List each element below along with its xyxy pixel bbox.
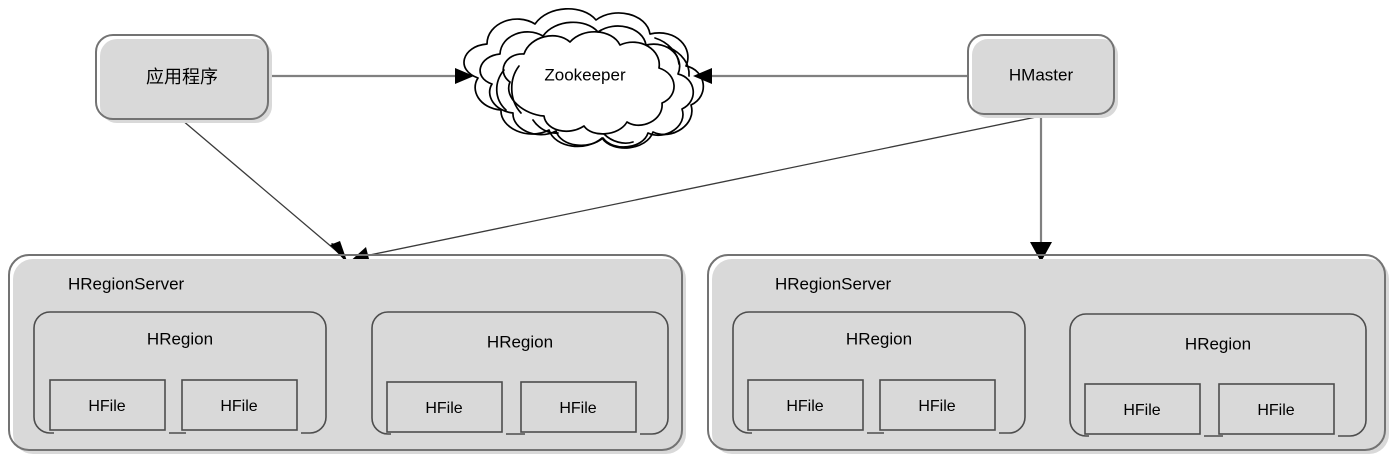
edge-hmaster-to-region-server-left [347, 115, 1042, 264]
edge-app-to-region-server-left [181, 119, 348, 264]
node-region-1[interactable]: HRegion HFile HFile [33, 311, 330, 437]
region-1-label: HRegion [147, 329, 213, 348]
hfile-6-label: HFile [918, 398, 955, 415]
node-hfile-3[interactable]: HFile [386, 381, 506, 436]
node-hfile-1[interactable]: HFile [49, 379, 169, 434]
arrowhead-icon [693, 68, 712, 84]
region-3-label: HRegion [846, 329, 912, 348]
zookeeper-label: Zookeeper [544, 65, 626, 84]
node-hfile-8[interactable]: HFile [1218, 383, 1338, 438]
hmaster-label: HMaster [1009, 65, 1074, 84]
node-region-server-left[interactable]: HRegionServer HRegion HFile HFile [8, 254, 686, 454]
arrowhead-icon [1030, 242, 1052, 262]
hfile-4-label: HFile [559, 400, 596, 417]
node-hfile-7[interactable]: HFile [1084, 383, 1204, 438]
region-server-left-label: HRegionServer [68, 274, 185, 293]
arrowhead-icon [455, 68, 474, 84]
node-application[interactable]: 应用程序 [95, 34, 272, 123]
edge-hmaster-to-region-server-right [1030, 114, 1052, 262]
hfile-8-label: HFile [1257, 402, 1294, 419]
node-region-2[interactable]: HRegion HFile HFile [371, 311, 672, 438]
edge-hmaster-to-zookeeper [693, 68, 968, 84]
node-hfile-5[interactable]: HFile [747, 379, 867, 434]
node-hmaster[interactable]: HMaster [967, 34, 1118, 118]
hfile-1-label: HFile [88, 398, 125, 415]
region-2-label: HRegion [487, 332, 553, 351]
node-hfile-2[interactable]: HFile [181, 379, 301, 434]
hfile-2-label: HFile [220, 398, 257, 415]
node-zookeeper[interactable]: Zookeeper [463, 7, 705, 149]
node-region-3[interactable]: HRegion HFile HFile [732, 311, 1029, 437]
hfile-5-label: HFile [786, 398, 823, 415]
region-4-label: HRegion [1185, 334, 1251, 353]
node-region-server-right[interactable]: HRegionServer HRegion HFile HFile [707, 254, 1389, 454]
node-hfile-4[interactable]: HFile [520, 381, 640, 436]
arrowhead-icon [330, 241, 348, 264]
hfile-3-label: HFile [425, 400, 462, 417]
application-label: 应用程序 [146, 67, 218, 87]
node-region-4[interactable]: HRegion HFile HFile [1069, 313, 1370, 440]
node-hfile-6[interactable]: HFile [879, 379, 999, 434]
hfile-7-label: HFile [1123, 402, 1160, 419]
edge-app-to-zookeeper [268, 68, 474, 84]
region-server-right-label: HRegionServer [775, 274, 892, 293]
